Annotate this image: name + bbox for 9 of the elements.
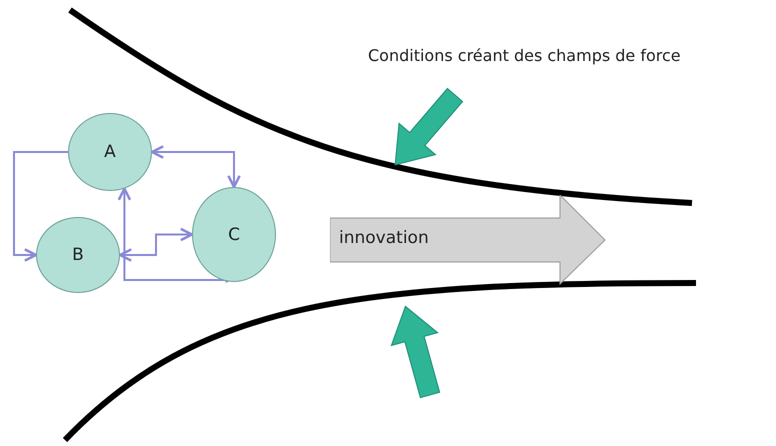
circle-node: B (36, 217, 120, 293)
annotation-text: Conditions créant des champs de force (368, 46, 681, 65)
connector-arrow (150, 145, 241, 188)
connector-arrow (118, 228, 194, 262)
circle-node: A (68, 113, 152, 191)
circle-node: C (192, 187, 276, 282)
connector-arrow (13, 151, 68, 262)
arrow-shape (330, 195, 606, 285)
arrow-label: innovation (339, 228, 429, 248)
